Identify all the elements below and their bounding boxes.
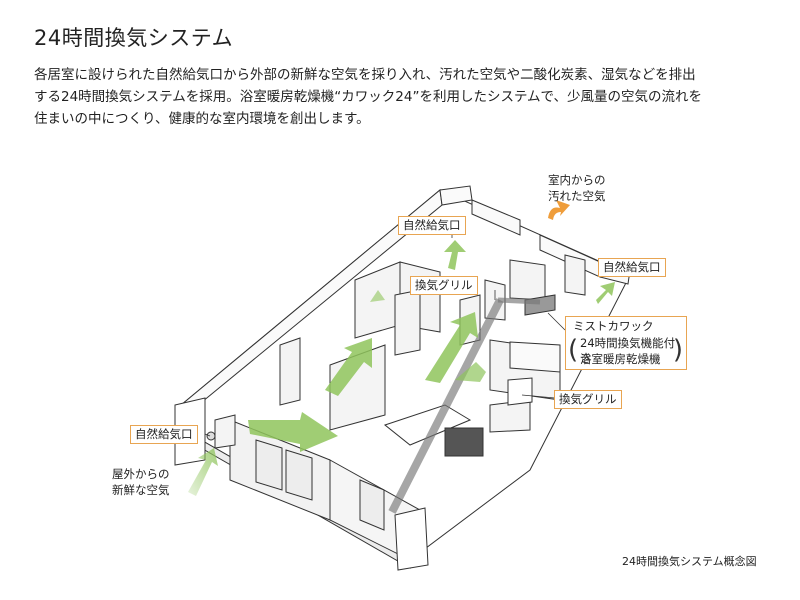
fresh-air-arrow <box>370 290 385 302</box>
exhaust-arrow <box>548 200 570 220</box>
fresh-air-arrow <box>455 362 486 382</box>
fresh-air-arrows <box>188 240 615 496</box>
exhaust-grille-label-upper: 換気グリル <box>410 276 478 295</box>
description: 各居室に設けられた自然給気口から外部の新鮮な空気を採り入れ、汚れた空気や二酸化炭… <box>34 64 774 130</box>
description-line: する24時間換気システムを採用。浴室暖房乾燥機“カワック24”を利用したシステム… <box>34 89 702 105</box>
fresh-air-arrow <box>248 412 338 452</box>
natural-inlet-label-top: 自然給気口 <box>398 216 466 235</box>
exhaust-duct-branch <box>497 297 541 305</box>
natural-inlet-label-right: 自然給気口 <box>598 258 666 277</box>
outdoor-fresh-air-label: 屋外からの 新鮮な空気 <box>112 466 170 498</box>
fresh-air-arrow <box>444 240 466 270</box>
mist-kawack-name: ミストカワック <box>573 319 654 333</box>
exhaust-duct <box>388 298 504 514</box>
description-line: 各居室に設けられた自然給気口から外部の新鮮な空気を採り入れ、汚れた空気や二酸化炭… <box>34 67 696 83</box>
exhaust-grille-label-lower: 換気グリル <box>554 390 622 409</box>
outdoor-fresh-air-line: 屋外からの <box>112 467 170 481</box>
bracket-left: ( <box>568 335 579 365</box>
indoor-dirty-air-line: 室内からの <box>548 173 606 187</box>
bracket-right: ) <box>672 335 683 365</box>
page-title: 24時間換気システム <box>34 26 234 50</box>
description-line: 住まいの中につくり、健康的な室内環境を創出します。 <box>34 111 370 127</box>
fresh-air-arrow <box>425 312 478 383</box>
mist-kawack-label: ミストカワック ( 24時間換気機能付き 浴室暖房乾燥機 ) <box>565 316 687 370</box>
fresh-air-arrow <box>325 338 372 396</box>
outdoor-fresh-air-line: 新鮮な空気 <box>112 483 170 497</box>
fresh-air-arrow <box>188 448 218 496</box>
mist-kawack-spec: 24時間換気機能付き <box>580 336 676 365</box>
fresh-air-arrow <box>596 282 615 304</box>
diagram-caption: 24時間換気システム概念図 <box>622 555 757 568</box>
indoor-dirty-air-label: 室内からの 汚れた空気 <box>548 172 606 204</box>
natural-inlet-label-left: 自然給気口 <box>130 425 198 444</box>
mist-kawack-spec: 浴室暖房乾燥機 <box>580 352 661 366</box>
indoor-dirty-air-line: 汚れた空気 <box>548 189 606 203</box>
